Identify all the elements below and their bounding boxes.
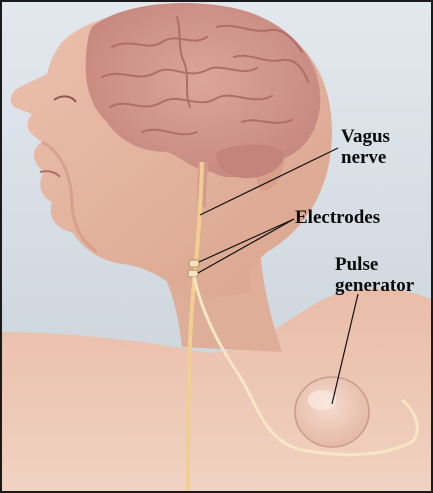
pulse-generator <box>295 377 369 447</box>
pulse-generator-highlight <box>308 390 336 410</box>
electrode-1 <box>189 260 199 267</box>
vagus-label-line2: nerve <box>341 147 390 168</box>
vagus-label-line1: Vagus <box>341 126 390 147</box>
pulse-label-line1: Pulse <box>335 254 414 275</box>
electrode-2 <box>188 270 198 277</box>
pulse-label-line2: generator <box>335 275 414 296</box>
pulse-generator-label: Pulse generator <box>335 254 414 296</box>
electrodes-label: Electrodes <box>295 207 380 228</box>
vagus-nerve-label: Vagus nerve <box>341 126 390 168</box>
